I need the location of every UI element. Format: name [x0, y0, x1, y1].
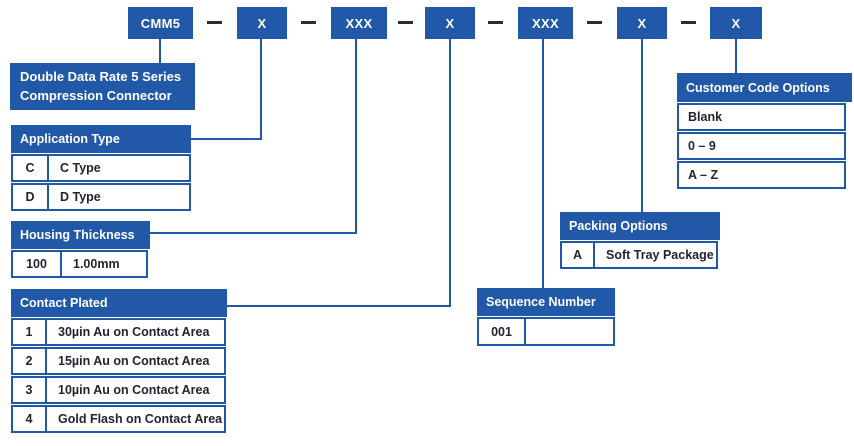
separator-dash: [207, 21, 222, 24]
connector-line-housing: [355, 39, 357, 234]
connector-line-application: [260, 39, 262, 140]
table-row: 3 10µin Au on Contact Area: [11, 376, 226, 404]
series-description-line1: Double Data Rate 5 Series: [20, 68, 182, 84]
separator-dash: [301, 21, 316, 24]
connector-line-sequence: [542, 39, 544, 288]
part-number-segment-series: CMM5: [128, 7, 193, 39]
separator-dash: [587, 21, 602, 24]
packing-options-header: Packing Options: [560, 212, 720, 240]
housing-thickness-header: Housing Thickness: [11, 221, 150, 249]
application-type-header: Application Type: [11, 125, 191, 153]
connector-line-plating: [449, 39, 451, 307]
row-code: 001: [479, 319, 526, 344]
row-desc: Soft Tray Package: [606, 248, 714, 262]
separator-dash: [681, 21, 696, 24]
row-code: 2: [13, 349, 47, 373]
sequence-number-header: Sequence Number: [477, 288, 615, 316]
part-number-segment-application: X: [237, 7, 287, 39]
row-desc: 30µin Au on Contact Area: [58, 325, 210, 339]
connector-line-plating: [227, 305, 451, 307]
row-desc: C Type: [60, 161, 101, 175]
row-desc: 1.00mm: [73, 257, 120, 271]
series-description-line2: Compression Connector: [20, 87, 172, 103]
separator-dash: [398, 21, 413, 24]
series-description-box: Double Data Rate 5 Series Compression Co…: [10, 63, 195, 110]
connector-line-packing: [641, 39, 643, 213]
table-row: 1 30µin Au on Contact Area: [11, 318, 226, 346]
row-code: 100: [13, 252, 62, 276]
row-code: 3: [13, 378, 47, 402]
separator-dash: [488, 21, 503, 24]
row-desc: 15µin Au on Contact Area: [58, 354, 210, 368]
row-value: 0 – 9: [688, 139, 716, 153]
row-code: 1: [13, 320, 47, 344]
part-number-segment-housing: XXX: [331, 7, 387, 39]
table-row: 2 15µin Au on Contact Area: [11, 347, 226, 375]
connector-line-customer: [735, 39, 737, 74]
row-code: A: [562, 243, 595, 267]
connector-line-application: [191, 138, 262, 140]
part-number-segment-sequence: XXX: [518, 7, 573, 39]
customer-code-options-header: Customer Code Options: [677, 73, 852, 102]
table-row: 001: [477, 317, 615, 346]
connector-line-series: [159, 39, 161, 63]
part-number-segment-packing: X: [617, 7, 667, 39]
row-desc: D Type: [60, 190, 101, 204]
part-number-segment-customer: X: [710, 7, 762, 39]
table-row: A – Z: [677, 161, 846, 189]
row-value: Blank: [688, 110, 723, 124]
row-code: C: [13, 156, 49, 180]
table-row: C C Type: [11, 154, 191, 182]
row-code: D: [13, 185, 49, 209]
table-row: Blank: [677, 103, 846, 131]
connector-line-housing: [150, 232, 357, 234]
table-row: A Soft Tray Package: [560, 241, 718, 269]
row-desc: Gold Flash on Contact Area: [58, 412, 223, 426]
row-desc: [526, 319, 613, 344]
table-row: 100 1.00mm: [11, 250, 148, 278]
row-value: A – Z: [688, 168, 719, 182]
table-row: 0 – 9: [677, 132, 846, 160]
row-code: 4: [13, 407, 47, 431]
table-row: 4 Gold Flash on Contact Area: [11, 405, 226, 433]
part-number-segment-plating: X: [425, 7, 475, 39]
contact-plated-header: Contact Plated: [11, 289, 227, 317]
table-row: D D Type: [11, 183, 191, 211]
row-desc: 10µin Au on Contact Area: [58, 383, 210, 397]
